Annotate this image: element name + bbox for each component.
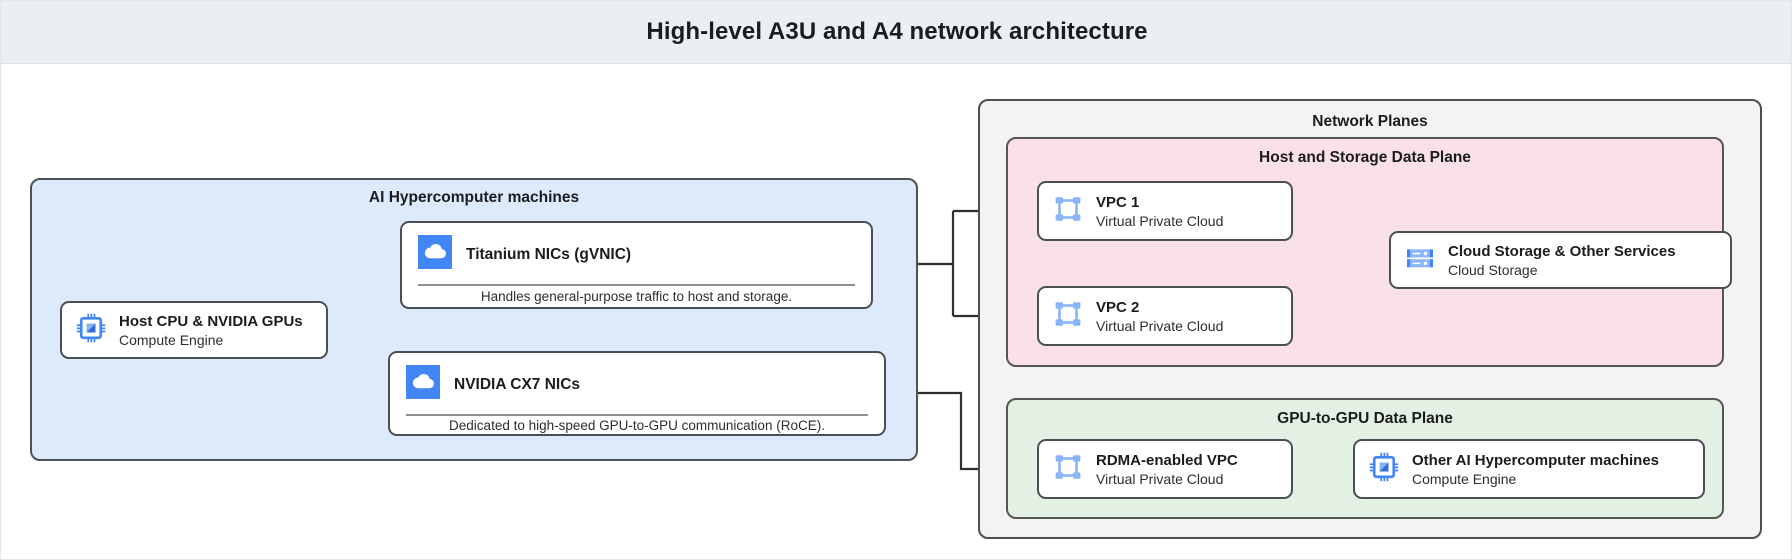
node-host-cpu-title: Host CPU & NVIDIA GPUs — [119, 312, 303, 330]
divider — [418, 284, 855, 286]
cpu-chip-icon — [1369, 452, 1399, 487]
divider — [406, 414, 868, 416]
node-host-cpu[interactable]: Host CPU & NVIDIA GPUs Compute Engine — [60, 301, 328, 359]
cloud-storage-icon — [1405, 243, 1435, 278]
node-titanium-nics-head: Titanium NICs (gVNIC) — [402, 223, 871, 284]
node-vpc-1[interactable]: VPC 1 Virtual Private Cloud — [1037, 181, 1293, 241]
node-vpc-2-title: VPC 2 — [1096, 298, 1140, 316]
vpc-icon — [1053, 299, 1083, 334]
node-other-machines-text: Other AI Hypercomputer machines Compute … — [1412, 452, 1659, 487]
node-other-machines-title: Other AI Hypercomputer machines — [1412, 451, 1660, 469]
node-cx7-nics-head: NVIDIA CX7 NICs — [390, 353, 884, 414]
node-cloud-storage-text: Cloud Storage & Other Services Cloud Sto… — [1448, 243, 1676, 278]
group-title-host-plane: Host and Storage Data Plane — [1259, 149, 1471, 166]
node-other-machines-subtitle: Compute Engine — [1412, 470, 1517, 487]
node-titanium-nics-description: Handles general-purpose traffic to host … — [480, 289, 793, 304]
node-cx7-nics-title: NVIDIA CX7 NICs — [454, 375, 581, 393]
vpc-icon — [1053, 452, 1083, 487]
vpc-icon — [1053, 194, 1083, 229]
node-vpc-2[interactable]: VPC 2 Virtual Private Cloud — [1037, 286, 1293, 346]
node-cloud-storage-title: Cloud Storage & Other Services — [1448, 242, 1676, 260]
group-title-machines: AI Hypercomputer machines — [368, 189, 580, 206]
node-vpc-2-subtitle: Virtual Private Cloud — [1096, 317, 1224, 334]
node-vpc-2-text: VPC 2 Virtual Private Cloud — [1096, 299, 1223, 334]
node-vpc-1-subtitle: Virtual Private Cloud — [1096, 212, 1224, 229]
cloud-icon — [406, 365, 440, 404]
node-vpc-1-text: VPC 1 Virtual Private Cloud — [1096, 194, 1223, 229]
node-other-machines[interactable]: Other AI Hypercomputer machines Compute … — [1353, 439, 1705, 499]
page-title: High-level A3U and A4 network architectu… — [646, 18, 1148, 45]
group-title-gpu-plane: GPU-to-GPU Data Plane — [1277, 410, 1453, 427]
group-title-planes: Network Planes — [1312, 113, 1428, 130]
node-host-cpu-text: Host CPU & NVIDIA GPUs Compute Engine — [119, 313, 303, 348]
node-cx7-nics[interactable]: NVIDIA CX7 NICs Dedicated to high-speed … — [388, 351, 886, 436]
node-cloud-storage[interactable]: Cloud Storage & Other Services Cloud Sto… — [1389, 231, 1732, 289]
node-cloud-storage-subtitle: Cloud Storage — [1448, 261, 1538, 278]
node-titanium-nics-title: Titanium NICs (gVNIC) — [466, 245, 632, 263]
node-rdma-vpc-subtitle: Virtual Private Cloud — [1096, 470, 1224, 487]
node-rdma-vpc-text: RDMA-enabled VPC Virtual Private Cloud — [1096, 452, 1238, 487]
node-rdma-vpc[interactable]: RDMA-enabled VPC Virtual Private Cloud — [1037, 439, 1293, 499]
cpu-chip-icon — [76, 313, 106, 348]
node-cx7-nics-description: Dedicated to high-speed GPU-to-GPU commu… — [449, 417, 825, 433]
node-rdma-vpc-title: RDMA-enabled VPC — [1096, 451, 1238, 469]
node-titanium-nics[interactable]: Titanium NICs (gVNIC) Handles general-pu… — [400, 221, 873, 309]
cloud-icon — [418, 235, 452, 274]
diagram-header: High-level A3U and A4 network architectu… — [1, 1, 1791, 64]
node-host-cpu-subtitle: Compute Engine — [119, 331, 224, 348]
node-vpc-1-title: VPC 1 — [1096, 193, 1140, 211]
